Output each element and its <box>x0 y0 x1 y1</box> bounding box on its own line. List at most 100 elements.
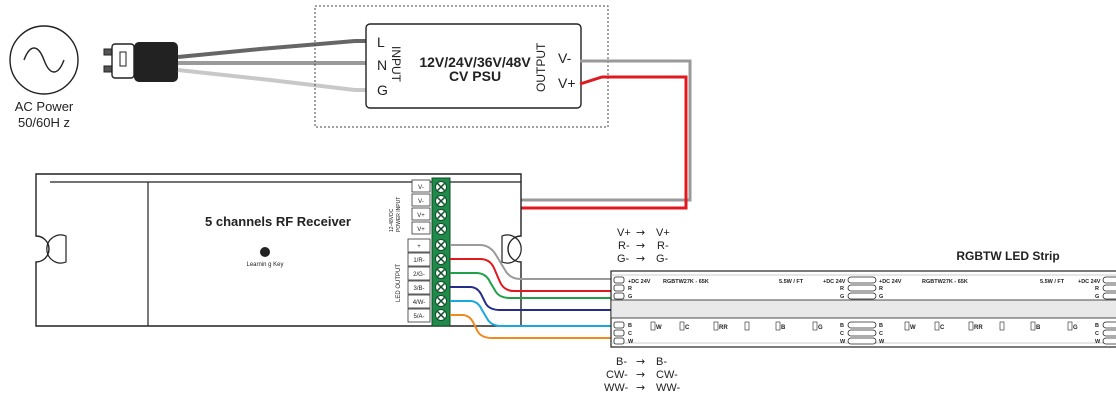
output-terminal-label: + <box>417 244 421 250</box>
mapping-to: B- <box>656 356 667 368</box>
strip-pad-label: C <box>879 331 883 337</box>
output-terminal-labels: + 1/R- 2/G- 3/B- 4/W- 5/A- <box>407 238 431 323</box>
strip-cut-pads <box>1102 276 1116 345</box>
strip-pad-label: B <box>1095 323 1099 329</box>
mapping-arrow-icon: → <box>636 239 645 252</box>
ac-power-source: AC Power 50/60H z <box>9 25 79 130</box>
wire-mapping-top: V+ → V+ R- → R- G- → G- <box>617 226 670 265</box>
led-channel-label: RR <box>974 325 983 331</box>
power-input-voltage-label: 12-48VDC <box>389 208 395 232</box>
mapping-from: WW- <box>604 382 629 394</box>
strip-pad-label: C <box>840 331 844 337</box>
power-plug-icon <box>103 42 178 82</box>
strip-model-label: RGBTW27K - 65K <box>922 279 968 285</box>
power-terminal-labels: V- V- V+ V+ <box>411 179 431 235</box>
output-terminal-label: 2/G- <box>413 272 425 278</box>
strip-middle-band <box>610 299 1116 319</box>
led-channel-label: B <box>1036 325 1041 331</box>
mount-hole-right <box>501 234 522 264</box>
strip-pad-label: G <box>879 294 883 300</box>
strip-cut-pads <box>847 276 877 345</box>
strip-pad-label: R <box>840 286 844 292</box>
strip-pad-label: W <box>879 339 885 345</box>
mapping-from: V+ <box>617 227 631 239</box>
led-channel-label: G <box>1073 325 1078 331</box>
led-channel-label: C <box>940 325 945 331</box>
output-terminal-label: 4/W- <box>413 300 426 306</box>
learning-key-button[interactable] <box>260 247 270 257</box>
psu-terminal-vplus: V+ <box>558 75 576 91</box>
mapping-to: G- <box>656 253 669 265</box>
strip-title: RGBTW LED Strip <box>956 249 1059 263</box>
mapping-from: R- <box>618 240 630 252</box>
strip-pad-label: R <box>879 286 883 292</box>
ac-input-wires <box>177 39 372 92</box>
strip-pad-label: W <box>840 339 846 345</box>
led-channel-label: C <box>685 325 690 331</box>
led-channel-label: W <box>656 325 662 331</box>
mapping-from: G- <box>617 253 630 265</box>
strip-power-label: 5.5W / FT <box>1040 279 1065 285</box>
psu-terminal-vminus: V- <box>558 50 572 66</box>
psu-input-label: INPUT <box>389 46 403 83</box>
strip-pad-label: W <box>628 339 634 345</box>
sine-wave-icon <box>23 47 65 73</box>
output-terminal-label: 1/R- <box>413 258 424 264</box>
mapping-to: R- <box>657 240 669 252</box>
led-channel-label: W <box>910 325 916 331</box>
psu-output-label: OUTPUT <box>534 42 548 92</box>
psu-dashed-frame <box>314 5 609 128</box>
mapping-arrow-icon: → <box>636 381 645 394</box>
strip-model-label: RGBTW27K - 65K <box>663 279 709 285</box>
strip-pad-label: R <box>628 286 632 292</box>
strip-dc-label: +DC 24V <box>1078 279 1101 285</box>
strip-pad-label: B <box>840 323 844 329</box>
strip-pad-label: G <box>628 294 632 300</box>
strip-dc-label: +DC 24V <box>628 279 651 285</box>
psu-terminal-n: N <box>377 57 387 73</box>
strip-dc-label: +DC 24V <box>823 279 846 285</box>
psu-terminal-l: L <box>377 34 385 50</box>
power-terminal-label: V+ <box>417 213 425 219</box>
psu-subtitle: CV PSU <box>449 68 501 84</box>
strip-pad-label: C <box>628 331 632 337</box>
led-output-label: LED OUTPUT <box>396 264 402 302</box>
strip-led-row: W C RR B G <box>904 321 1078 331</box>
output-terminal-label: 3/B- <box>413 286 424 292</box>
mapping-to: WW- <box>656 382 681 394</box>
strip-pad-label: G <box>840 294 844 300</box>
strip-pad-label: C <box>1095 331 1099 337</box>
mapping-arrow-icon: → <box>636 252 645 265</box>
mapping-from: CW- <box>606 369 628 381</box>
psu-terminal-g: G <box>377 82 388 98</box>
psu-title: 12V/24V/36V/48V <box>419 54 531 70</box>
strip-led-row: W C RR B G <box>650 321 823 331</box>
receiver-title: 5 channels RF Receiver <box>205 214 351 229</box>
led-channel-label: RR <box>719 325 728 331</box>
ac-power-label: AC Power <box>15 99 74 114</box>
wire-mapping-bottom: B- → B- CW- → CW- WW- → WW- <box>604 355 681 394</box>
strip-power-label: 5.5W / FT <box>779 279 804 285</box>
power-input-label: POWER INPUT <box>396 197 402 232</box>
mapping-arrow-icon: → <box>636 226 645 239</box>
psu: L N G INPUT 12V/24V/36V/48V CV PSU OUTPU… <box>314 5 609 128</box>
strip-pad-label: R <box>1095 286 1099 292</box>
power-terminal-label: V- <box>418 199 424 205</box>
mapping-to: V+ <box>656 227 670 239</box>
mount-hole-left <box>46 234 67 264</box>
learning-key-label: Learnin g Key <box>246 262 283 268</box>
terminal-block <box>431 177 451 327</box>
strip-pad-label: G <box>1095 294 1099 300</box>
psu-box <box>365 23 582 109</box>
power-terminal-label: V- <box>418 185 424 191</box>
ac-frequency-label: 50/60H z <box>18 115 70 130</box>
mapping-from: B- <box>616 356 627 368</box>
strip-pad-label: B <box>628 323 632 329</box>
strip-pad-label: B <box>879 323 883 329</box>
led-output-wires <box>450 244 612 339</box>
mapping-arrow-icon: → <box>636 368 645 381</box>
mapping-arrow-icon: → <box>636 355 645 368</box>
led-channel-label: B <box>781 325 786 331</box>
strip-dc-label: +DC 24V <box>879 279 902 285</box>
led-channel-label: G <box>818 325 823 331</box>
